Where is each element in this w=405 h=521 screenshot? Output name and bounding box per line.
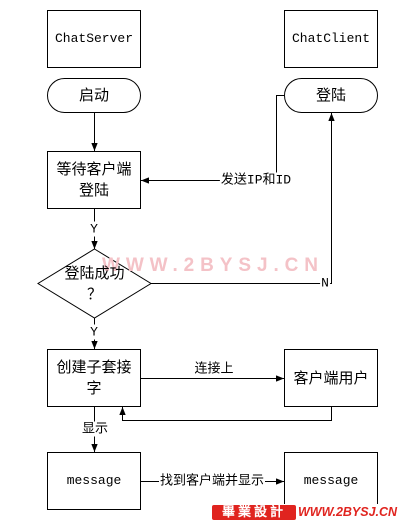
chatclient-box: ChatClient [284,10,378,68]
logo-badge: 畢業設計 [212,505,296,520]
edge-label-connected: 连接上 [194,361,234,377]
edge-label-find-client-display: 找到客户端并显示 [158,473,266,489]
server-message-box: message [47,452,141,510]
logo-site-text: WWW.2BYSJ.CN [298,505,398,519]
edge-label-send-ip-id: 发送IP和ID [219,172,293,188]
arrow-client-login-to-wait-login [141,95,284,184]
arrow-client-user-to-create-socket [119,407,332,421]
chatserver-box: ChatServer [47,10,141,68]
site-logo: 畢業設計 WWW.2BYSJ.CN [210,504,405,521]
wait-client-login-process: 等待客户端 登陆 [47,151,141,209]
client-user-box: 客户端用户 [284,349,378,407]
create-socket-process: 创建子套接 字 [47,349,141,407]
edge-label-login-yes: Y [89,221,99,237]
watermark-text: WWW.2BYSJ.CN [102,255,318,276]
start-terminal: 启动 [47,78,141,113]
edge-label-display: 显示 [80,421,110,437]
edge-label-decision-yes: Y [89,324,99,340]
edge-label-decision-no: N [320,275,330,291]
client-message-box: message [284,452,378,510]
login-success-label: 登陆成功 ？ [64,263,125,303]
client-login-terminal: 登陆 [284,78,378,113]
arrow-decision-no-to-client-login [151,113,335,284]
